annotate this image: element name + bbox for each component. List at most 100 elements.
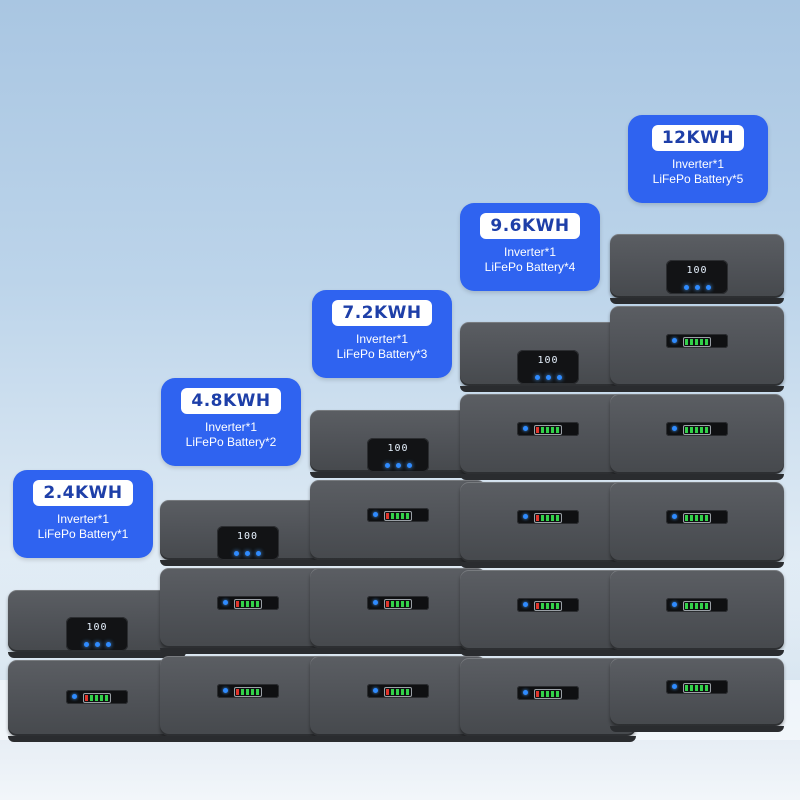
battery-icon [534, 601, 562, 611]
status-led-icon [72, 694, 77, 699]
inverter-count-label: Inverter*1 [503, 245, 557, 259]
battery-unit [310, 656, 486, 742]
status-led-icon [672, 514, 677, 519]
status-led-icon [672, 426, 677, 431]
status-led-icon [222, 600, 228, 605]
indicator-dots [666, 285, 728, 290]
capacity-label: 12KWH [651, 125, 745, 151]
inverter-count-label: Inverter*1 [355, 332, 409, 346]
battery-count-label: LiFePo Battery*1 [37, 527, 129, 541]
capacity-label: 4.8KWH [181, 388, 281, 414]
battery-icon [83, 693, 111, 703]
indicator-dots [66, 642, 128, 647]
indicator-dots [217, 551, 279, 556]
battery-count-label: LiFePo Battery*4 [484, 260, 576, 274]
display-reading: 100 [86, 622, 108, 633]
inverter-display: 100 [66, 617, 128, 651]
stack-7-2kwh: 100 [310, 410, 486, 742]
battery-unit [460, 570, 636, 656]
status-led-icon [523, 426, 528, 431]
battery-level-indicator [666, 422, 728, 436]
status-led-icon [523, 514, 528, 519]
status-led-icon [373, 512, 378, 517]
battery-unit [310, 568, 486, 654]
capacity-badge-7-2kwh: 7.2KWH Inverter*1 LiFePo Battery*3 [312, 290, 452, 378]
battery-level-indicator [216, 596, 279, 610]
capacity-badge-9-6kwh: 9.6KWH Inverter*1 LiFePo Battery*4 [460, 203, 600, 291]
battery-level-indicator [517, 422, 579, 436]
inverter-unit: 100 [8, 590, 186, 658]
stack-12kwh: 100 [610, 234, 784, 732]
battery-icon [534, 689, 562, 699]
indicator-dots [517, 375, 579, 380]
battery-unit [460, 394, 636, 480]
battery-unit [460, 482, 636, 568]
capacity-label: 7.2KWH [332, 300, 432, 326]
battery-level-indicator [666, 598, 728, 612]
stack-9-6kwh: 100 [460, 322, 636, 742]
battery-icon [683, 683, 711, 693]
battery-unit [310, 480, 486, 566]
battery-unit [610, 482, 784, 568]
battery-level-indicator [367, 684, 429, 698]
capacity-label: 2.4KWH [33, 480, 133, 506]
inverter-count-label: Inverter*1 [204, 420, 258, 434]
battery-icon [384, 599, 412, 609]
battery-icon [384, 687, 412, 697]
status-led-icon [373, 688, 378, 693]
battery-count-label: LiFePo Battery*2 [185, 435, 277, 449]
battery-icon [683, 425, 711, 435]
inverter-unit: 100 [460, 322, 636, 392]
battery-level-indicator [66, 690, 128, 704]
battery-level-indicator [367, 508, 429, 522]
stack-2-4kwh: 100 [8, 590, 186, 742]
status-led-icon [523, 602, 528, 607]
status-led-icon [672, 338, 677, 343]
inverter-count-label: Inverter*1 [671, 157, 725, 171]
status-led-icon [672, 684, 677, 689]
inverter-display: 100 [367, 438, 429, 472]
battery-unit [160, 568, 335, 654]
capacity-badge-2-4kwh: 2.4KWH Inverter*1 LiFePo Battery*1 [13, 470, 153, 558]
battery-unit [610, 394, 784, 480]
battery-level-indicator [666, 510, 728, 524]
status-led-icon [672, 602, 677, 607]
battery-unit [8, 660, 186, 742]
capacity-badge-4-8kwh: 4.8KWH Inverter*1 LiFePo Battery*2 [161, 378, 301, 466]
battery-icon [683, 513, 711, 523]
display-reading: 100 [387, 443, 409, 454]
battery-unit [160, 656, 335, 742]
battery-unit [610, 306, 784, 392]
battery-level-indicator [666, 334, 728, 348]
battery-level-indicator [517, 598, 579, 612]
battery-icon [683, 337, 711, 347]
battery-icon [233, 687, 262, 697]
inverter-display: 100 [666, 260, 728, 294]
display-reading: 100 [537, 355, 559, 366]
status-led-icon [222, 688, 228, 693]
battery-level-indicator [216, 684, 279, 698]
battery-icon [683, 601, 711, 611]
battery-icon [534, 513, 562, 523]
inverter-display: 100 [517, 350, 579, 384]
inverter-unit: 100 [610, 234, 784, 304]
display-reading: 100 [686, 265, 708, 276]
inverter-unit: 100 [310, 410, 486, 478]
inverter-count-label: Inverter*1 [56, 512, 110, 526]
battery-level-indicator [666, 680, 728, 694]
battery-unit [610, 658, 784, 732]
inverter-display: 100 [216, 526, 279, 560]
battery-unit [460, 658, 636, 742]
battery-icon [534, 425, 562, 435]
battery-level-indicator [517, 510, 579, 524]
inverter-unit: 100 [160, 500, 335, 566]
status-led-icon [523, 690, 528, 695]
battery-icon [384, 511, 412, 521]
battery-count-label: LiFePo Battery*3 [336, 347, 428, 361]
battery-count-label: LiFePo Battery*5 [652, 172, 744, 186]
battery-unit [610, 570, 784, 656]
floor [0, 740, 800, 800]
battery-level-indicator [517, 686, 579, 700]
battery-level-indicator [367, 596, 429, 610]
indicator-dots [367, 463, 429, 468]
